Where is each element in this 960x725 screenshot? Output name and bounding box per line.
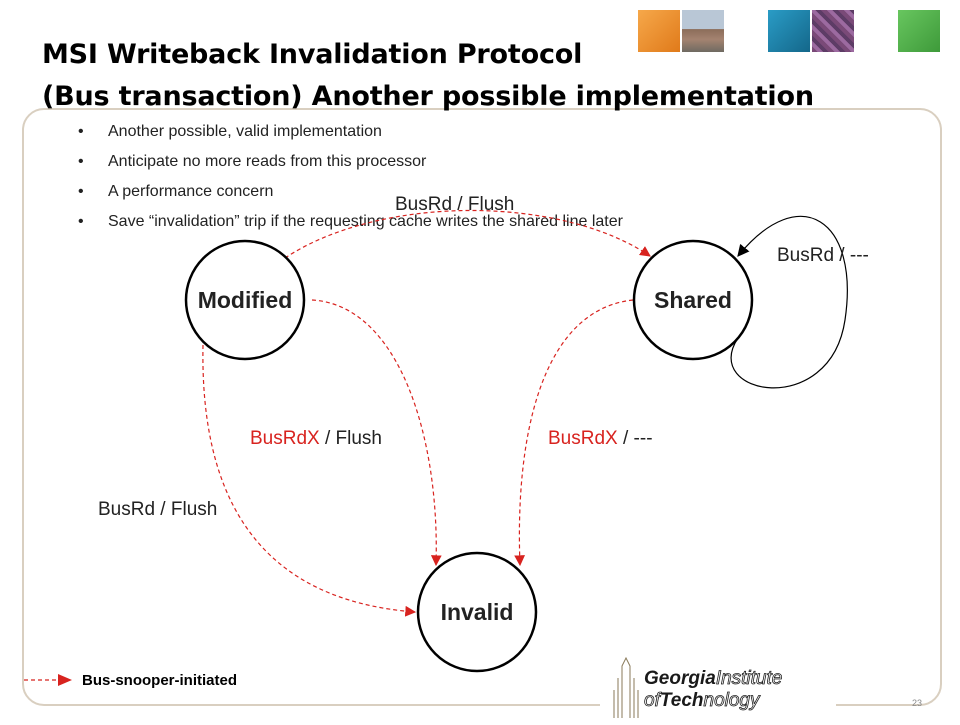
state-modified-node xyxy=(184,239,306,361)
edge-shared-to-invalid-busrdx xyxy=(514,299,634,567)
circuit-photo-tile xyxy=(812,10,854,52)
legend-arrowhead xyxy=(58,674,72,686)
state-shared-node xyxy=(632,239,754,361)
state-invalid-label: Invalid xyxy=(441,599,514,625)
edge-action: / Flush xyxy=(320,428,382,449)
green-tile xyxy=(898,10,940,52)
edge-modified-to-invalid-busrdx xyxy=(311,299,442,567)
edge-modified-to-shared xyxy=(284,209,651,259)
header-image-tiles xyxy=(0,10,960,54)
edge-label-shared-to-invalid-busrdx: BusRdX / --- xyxy=(548,428,653,449)
logo-institute: Institute xyxy=(716,668,783,689)
svg-text:GeorgiaInstitute: GeorgiaInstitute xyxy=(644,668,782,689)
georgia-tech-logo: GeorgiaInstitute ofTechnology xyxy=(600,656,836,720)
logo-nology: nology xyxy=(704,690,761,711)
edge-label-shared-self: BusRd / --- xyxy=(777,245,869,266)
edge-label-modified-to-invalid-busrd: BusRd / Flush xyxy=(98,499,217,520)
bullet-item: Save “invalidation” trip if the requesti… xyxy=(78,210,738,234)
svg-text:ofTechnology: ofTechnology xyxy=(644,690,761,711)
slide-frame xyxy=(22,108,942,706)
busrdx-keyword: BusRdX xyxy=(548,428,618,449)
edge-label-modified-to-shared: BusRd / Flush xyxy=(395,194,514,215)
busrdx-keyword: BusRdX xyxy=(250,428,320,449)
blue-tile xyxy=(768,10,810,52)
logo-tech: Tech xyxy=(660,690,704,711)
orange-tile xyxy=(638,10,680,52)
bullet-item: Anticipate no more reads from this proce… xyxy=(78,150,738,174)
title-line-2: (Bus transaction) Another possible imple… xyxy=(42,81,814,112)
state-shared-label: Shared xyxy=(654,287,732,313)
state-modified-label: Modified xyxy=(198,287,293,313)
logo-of: of xyxy=(644,690,662,711)
edge-shared-self-loop xyxy=(730,215,848,389)
bullet-item: Another possible, valid implementation xyxy=(78,120,738,144)
slide-title: MSI Writeback Invalidation Protocol (Bus… xyxy=(42,34,814,118)
page-number: 23 xyxy=(912,698,923,708)
logo-georgia: Georgia xyxy=(644,668,716,689)
edge-modified-to-invalid-busrd xyxy=(202,344,417,617)
bullet-list: Another possible, valid implementation A… xyxy=(78,120,738,240)
title-line-1: MSI Writeback Invalidation Protocol xyxy=(42,39,583,70)
edge-action: / --- xyxy=(618,428,653,449)
campus-photo-tile xyxy=(682,10,724,52)
edge-label-modified-to-invalid-busrdx: BusRdX / Flush xyxy=(250,428,382,449)
legend-label: Bus-snooper-initiated xyxy=(82,672,237,689)
bullet-item: A performance concern xyxy=(78,180,738,204)
state-invalid-node xyxy=(416,551,538,673)
